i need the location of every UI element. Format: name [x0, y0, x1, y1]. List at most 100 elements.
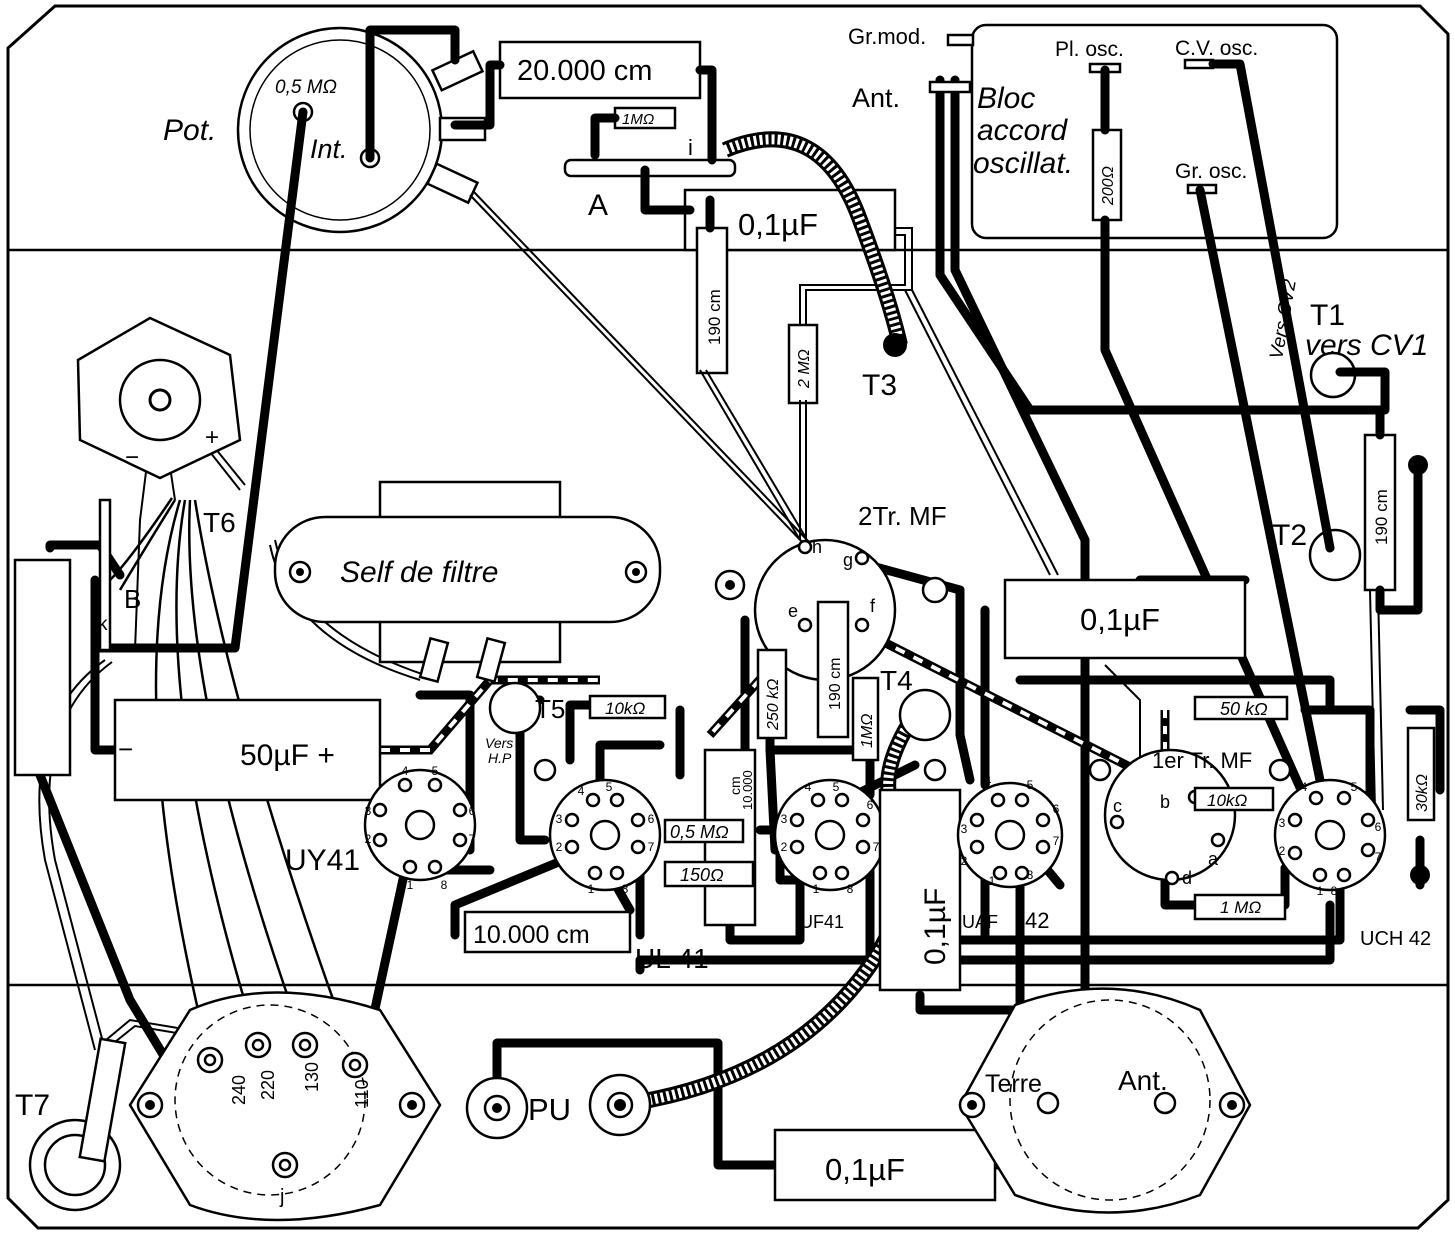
svg-text:7: 7 — [873, 840, 880, 854]
svg-text:6: 6 — [1375, 820, 1382, 834]
pl-osc-label: Pl. osc. — [1055, 38, 1124, 61]
cap-50uf — [113, 698, 382, 802]
res-190-right-label: 190 cm — [1372, 489, 1391, 545]
cap-01-right — [1003, 578, 1247, 660]
tube-ul41: 1 2 3 4 5 6 7 8 — [548, 778, 662, 896]
b-lug — [98, 498, 112, 652]
svg-text:6: 6 — [469, 804, 476, 818]
svg-text:5: 5 — [833, 780, 840, 794]
svg-text:8: 8 — [441, 878, 448, 892]
vers-hp-line1: Vers — [485, 735, 513, 751]
tube-uy41: 1 2 3 4 5 6 7 8 — [363, 764, 477, 892]
res-50k — [1193, 695, 1289, 721]
pot-value-label: 0,5 MΩ — [275, 77, 337, 98]
hole-mid-4 — [1268, 758, 1292, 782]
res-190-left — [695, 226, 729, 375]
tr-mf1-label: 1er Tr. MF — [1152, 748, 1252, 773]
bloc-line-2: accord — [977, 114, 1068, 147]
cap-20000-label: 20.000 cm — [517, 55, 652, 87]
a-low-label: a — [1208, 849, 1219, 869]
ant-top-label: Ant. — [852, 83, 900, 113]
svg-text:1: 1 — [813, 882, 820, 896]
bloc-line-3: oscillat. — [973, 147, 1073, 180]
svg-text:8: 8 — [1331, 884, 1338, 898]
cap-50uf-label: 50µF + — [240, 739, 335, 772]
svg-text:7: 7 — [1053, 834, 1060, 848]
bloc-line-1: Bloc — [977, 82, 1035, 115]
d-label: d — [1182, 868, 1192, 888]
svg-text:3: 3 — [1279, 816, 1286, 830]
res-50k-label: 50 kΩ — [1220, 699, 1268, 719]
hole-mid-2 — [923, 758, 947, 782]
svg-text:7: 7 — [648, 840, 655, 854]
switch-a-plate — [563, 158, 737, 178]
res-190-left-label: 190 cm — [705, 289, 724, 345]
hole-t5 — [533, 758, 557, 782]
gr-mod-lug — [946, 33, 975, 47]
svg-text:3: 3 — [961, 822, 968, 836]
res-150 — [663, 860, 755, 888]
cap-10000-small-l1: cm — [727, 776, 743, 795]
self-de-filtre — [273, 515, 662, 624]
svg-text:2: 2 — [781, 840, 788, 854]
b-low-label: b — [1160, 792, 1170, 812]
svg-text:4: 4 — [805, 780, 812, 794]
cap-50uf-minus: − — [118, 734, 133, 764]
f-label: f — [870, 596, 876, 616]
tube-uf41: 1 2 3 4 5 6 7 8 — [773, 778, 887, 896]
terre-label: Terre — [985, 1070, 1042, 1098]
chassis-outline — [6, 4, 1450, 1230]
t5-hole — [488, 681, 542, 735]
voltage-selector — [128, 991, 442, 1222]
svg-text:1: 1 — [989, 874, 996, 888]
res-30k — [1406, 726, 1436, 822]
svg-text:4: 4 — [402, 764, 409, 778]
cap-01-vert-label: 0,1µF — [919, 888, 952, 965]
res-10k-right-label: 10kΩ — [1207, 791, 1247, 810]
res-30k-label: 30kΩ — [1414, 774, 1431, 812]
t2-hole — [1308, 528, 1362, 582]
svg-text:4: 4 — [1301, 780, 1308, 794]
ant-bottom-label: Ant. — [1118, 1065, 1168, 1096]
left-tag-strip — [13, 558, 72, 777]
v220-label: 220 — [258, 1070, 278, 1100]
svg-text:1: 1 — [1317, 884, 1324, 898]
t1-label: T1 — [1310, 299, 1345, 332]
res-05m-mid-label: 0,5 MΩ — [670, 822, 729, 842]
hole-mid-3 — [1088, 758, 1112, 782]
svg-text:2: 2 — [961, 854, 968, 868]
self-de-filtre-label: Self de filtre — [340, 556, 498, 589]
svg-text:8: 8 — [622, 882, 629, 896]
res-190-mid-label: 190 cm — [827, 658, 844, 710]
svg-text:3: 3 — [365, 804, 372, 818]
cap-10000-small-l2: 10.000 — [740, 770, 755, 810]
res-1m-top-label: 1MΩ — [622, 111, 654, 128]
hole-right-1 — [921, 576, 949, 604]
n42-label: 42 — [1025, 908, 1049, 933]
svg-text:1: 1 — [407, 878, 414, 892]
h-label: h — [812, 537, 822, 557]
t6-label: T6 — [203, 507, 236, 538]
svg-text:7: 7 — [469, 832, 476, 846]
res-250k-label: 250 kΩ — [765, 679, 782, 731]
ant-lug — [928, 80, 972, 94]
cap-01-right-label: 0,1µF — [1080, 602, 1160, 637]
cap-10000-label: 10.000 cm — [473, 921, 590, 949]
svg-text:7: 7 — [1375, 850, 1382, 864]
svg-text:6: 6 — [1053, 802, 1060, 816]
v110-label: 110 — [352, 1079, 372, 1108]
svg-text:2: 2 — [365, 832, 372, 846]
svg-text:4: 4 — [985, 774, 992, 788]
cap-01-vert — [878, 788, 962, 992]
res-190-mid — [816, 600, 850, 739]
svg-text:8: 8 — [1027, 868, 1034, 882]
res-150-label: 150Ω — [680, 865, 724, 885]
ant-terminal — [1153, 1091, 1177, 1115]
svg-text:2: 2 — [1279, 844, 1286, 858]
i-label: i — [688, 135, 693, 160]
res-1m-mid-label: 1MΩ — [859, 714, 876, 748]
pu-label: PU — [528, 1092, 571, 1127]
cap-01-bottom-label: 0,1µF — [825, 1152, 905, 1187]
t2-label: T2 — [1272, 519, 1307, 552]
